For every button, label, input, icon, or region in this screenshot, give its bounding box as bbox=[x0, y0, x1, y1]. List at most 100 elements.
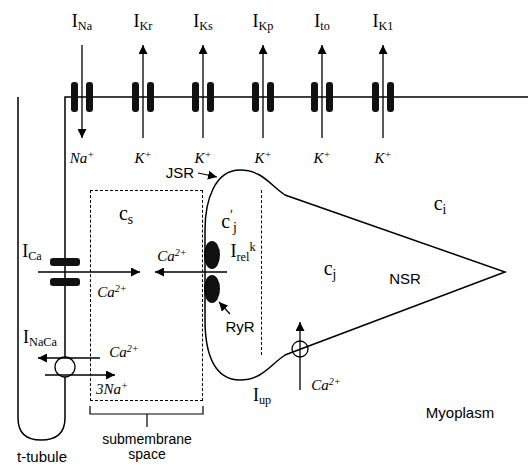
leader-line bbox=[219, 302, 230, 314]
diagram-label: ICa bbox=[22, 242, 42, 263]
text-part: + bbox=[385, 149, 392, 160]
diagram-label: INa bbox=[72, 12, 92, 33]
current-arrow bbox=[382, 45, 383, 138]
concentration-label: NSR bbox=[389, 271, 421, 286]
text-part: to bbox=[320, 19, 330, 33]
ion-channel bbox=[311, 82, 318, 112]
text-part: submembrane space bbox=[102, 431, 192, 462]
text-part: I bbox=[134, 11, 140, 31]
ion-channel bbox=[387, 82, 394, 112]
current-arrow bbox=[142, 45, 143, 138]
sr-compartment: cjNSRc′j bbox=[205, 170, 505, 380]
diagram-label: JSR bbox=[166, 165, 194, 180]
text-part: 2+ bbox=[127, 343, 139, 354]
text-part: K1 bbox=[379, 19, 394, 33]
text-part: K bbox=[135, 150, 145, 166]
cell-membrane bbox=[18, 97, 528, 440]
concentration-label: cs bbox=[119, 203, 133, 227]
current-arrow bbox=[202, 45, 203, 138]
text-part: Ca bbox=[28, 249, 42, 263]
text-part: K bbox=[195, 150, 205, 166]
text-part: K bbox=[314, 150, 324, 166]
diagram-label: Iup bbox=[253, 386, 271, 407]
calcium-channel bbox=[50, 258, 80, 266]
current-arrow bbox=[262, 45, 263, 138]
diagram-label: IKr bbox=[134, 12, 153, 33]
text-part: Ca bbox=[97, 284, 115, 300]
diagram-label: K+ bbox=[135, 150, 152, 167]
text-part: I bbox=[230, 241, 236, 261]
current-arrow bbox=[81, 45, 82, 138]
text-part: Myoplasm bbox=[426, 404, 494, 421]
text-part: I bbox=[193, 11, 199, 31]
ryanodine-receptor bbox=[204, 241, 220, 269]
current-arrows bbox=[82, 45, 383, 138]
text-part: I bbox=[314, 11, 320, 31]
text-part: Ks bbox=[199, 19, 213, 33]
text-part: NSR bbox=[389, 270, 421, 287]
text-part: + bbox=[324, 149, 331, 160]
diagram-label: Myoplasm bbox=[426, 405, 494, 420]
text-part: c bbox=[119, 202, 128, 224]
diagram-label: submembrane space bbox=[97, 432, 197, 463]
diagram-label: Ca2+ bbox=[97, 284, 126, 301]
leader-line bbox=[198, 173, 217, 177]
text-part: Kr bbox=[140, 19, 153, 33]
text-part: k bbox=[249, 240, 255, 254]
text-part: s bbox=[128, 212, 133, 227]
text-part: JSR bbox=[166, 164, 194, 181]
text-part: + bbox=[265, 149, 272, 160]
diagram-label: t-tubule bbox=[17, 449, 67, 464]
diagram-label: ci bbox=[434, 193, 447, 217]
diagram-label: IKp bbox=[253, 12, 274, 33]
text-part: Ca bbox=[311, 377, 329, 393]
ion-channel bbox=[252, 82, 259, 112]
text-part: I bbox=[373, 11, 379, 31]
ion-channel bbox=[71, 82, 78, 112]
diagram-label: 3Na+ bbox=[96, 381, 128, 398]
text-part: 3Na bbox=[96, 381, 121, 397]
text-part: I bbox=[253, 11, 259, 31]
text-part: c bbox=[434, 192, 443, 214]
diagram-label: K+ bbox=[255, 150, 272, 167]
text-part: ′ bbox=[230, 208, 233, 223]
diagram-label: Ca2+ bbox=[109, 344, 138, 361]
exchanger-symbol bbox=[55, 357, 75, 377]
diagram-label: INaCa bbox=[23, 328, 57, 349]
diagram-label: Ca2+ bbox=[311, 377, 340, 394]
text-part: 2+ bbox=[329, 376, 341, 387]
ion-channel bbox=[147, 82, 154, 112]
diagram-label: K+ bbox=[375, 150, 392, 167]
diagram-label: RyR bbox=[225, 319, 254, 334]
concentration-label: cj bbox=[324, 258, 337, 282]
text-part: Na bbox=[70, 150, 88, 166]
concentration-label: c′j bbox=[221, 209, 237, 234]
uptake-arrow bbox=[299, 322, 300, 390]
exchanger-arrow bbox=[45, 374, 115, 375]
bracket bbox=[90, 406, 203, 427]
current-arrow bbox=[321, 45, 322, 138]
text-part: c bbox=[324, 257, 333, 279]
ion-channel bbox=[132, 82, 139, 112]
text-part: + bbox=[145, 149, 152, 160]
sr-outline bbox=[205, 170, 507, 382]
diagram-label: Na+ bbox=[70, 150, 94, 167]
text-part: Kp bbox=[259, 19, 274, 33]
text-part: I bbox=[23, 327, 29, 347]
release-arrow bbox=[155, 271, 227, 272]
ion-channel bbox=[326, 82, 333, 112]
text-part: up bbox=[259, 393, 271, 407]
calcium-current-arrow bbox=[38, 271, 140, 272]
text-part: I bbox=[72, 11, 78, 31]
text-part: K bbox=[375, 150, 385, 166]
diagram-label: K+ bbox=[195, 150, 212, 167]
text-part: K bbox=[255, 150, 265, 166]
edge-label: Irelk bbox=[230, 241, 255, 264]
diagram-label: K+ bbox=[314, 150, 331, 167]
text-part: 2+ bbox=[115, 283, 127, 294]
text-part: j bbox=[233, 220, 237, 235]
text-part: Ca bbox=[157, 248, 175, 264]
text-part: + bbox=[87, 149, 94, 160]
diagram-label: Ca2+ bbox=[157, 248, 186, 265]
